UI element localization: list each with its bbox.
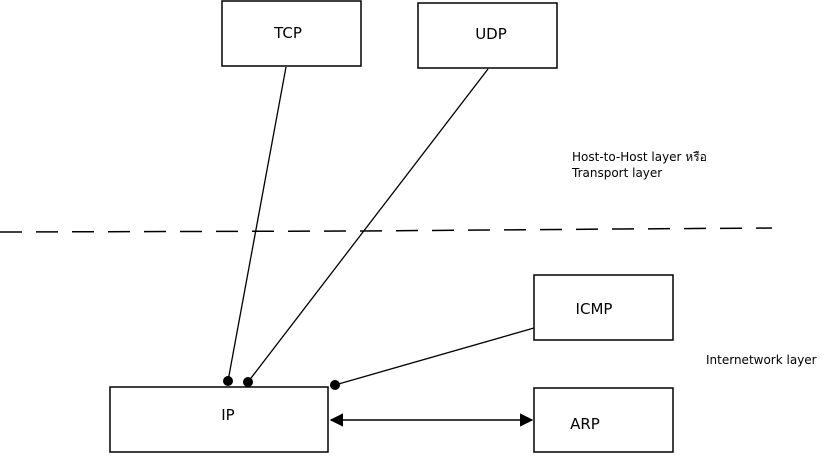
tcp-to-ip-line [227, 66, 287, 382]
tcp-label: TCP [273, 24, 302, 42]
ip-box: IP [109, 386, 329, 453]
arp-label: ARP [570, 415, 600, 433]
udp-label: UDP [475, 25, 507, 43]
transport-layer-label: Transport layer [571, 166, 662, 180]
udp-to-ip-line [247, 68, 489, 383]
internetwork-layer-label: Internetwork layer [706, 353, 817, 367]
icmp-box: ICMP [533, 274, 674, 341]
arp-box: ARP [533, 387, 674, 453]
tcp-box: TCP [221, 0, 362, 67]
udp-connector-dot [243, 377, 253, 387]
layer-separator-line [0, 227, 773, 233]
icmp-to-ip-line [334, 327, 535, 386]
tcp-connector-dot [223, 376, 233, 386]
host-to-host-layer-label: Host-to-Host layer หรือ [572, 150, 707, 164]
icmp-connector-dot [330, 380, 340, 390]
ip-label: IP [221, 406, 234, 424]
udp-box: UDP [417, 2, 558, 69]
icmp-label: ICMP [576, 300, 613, 318]
